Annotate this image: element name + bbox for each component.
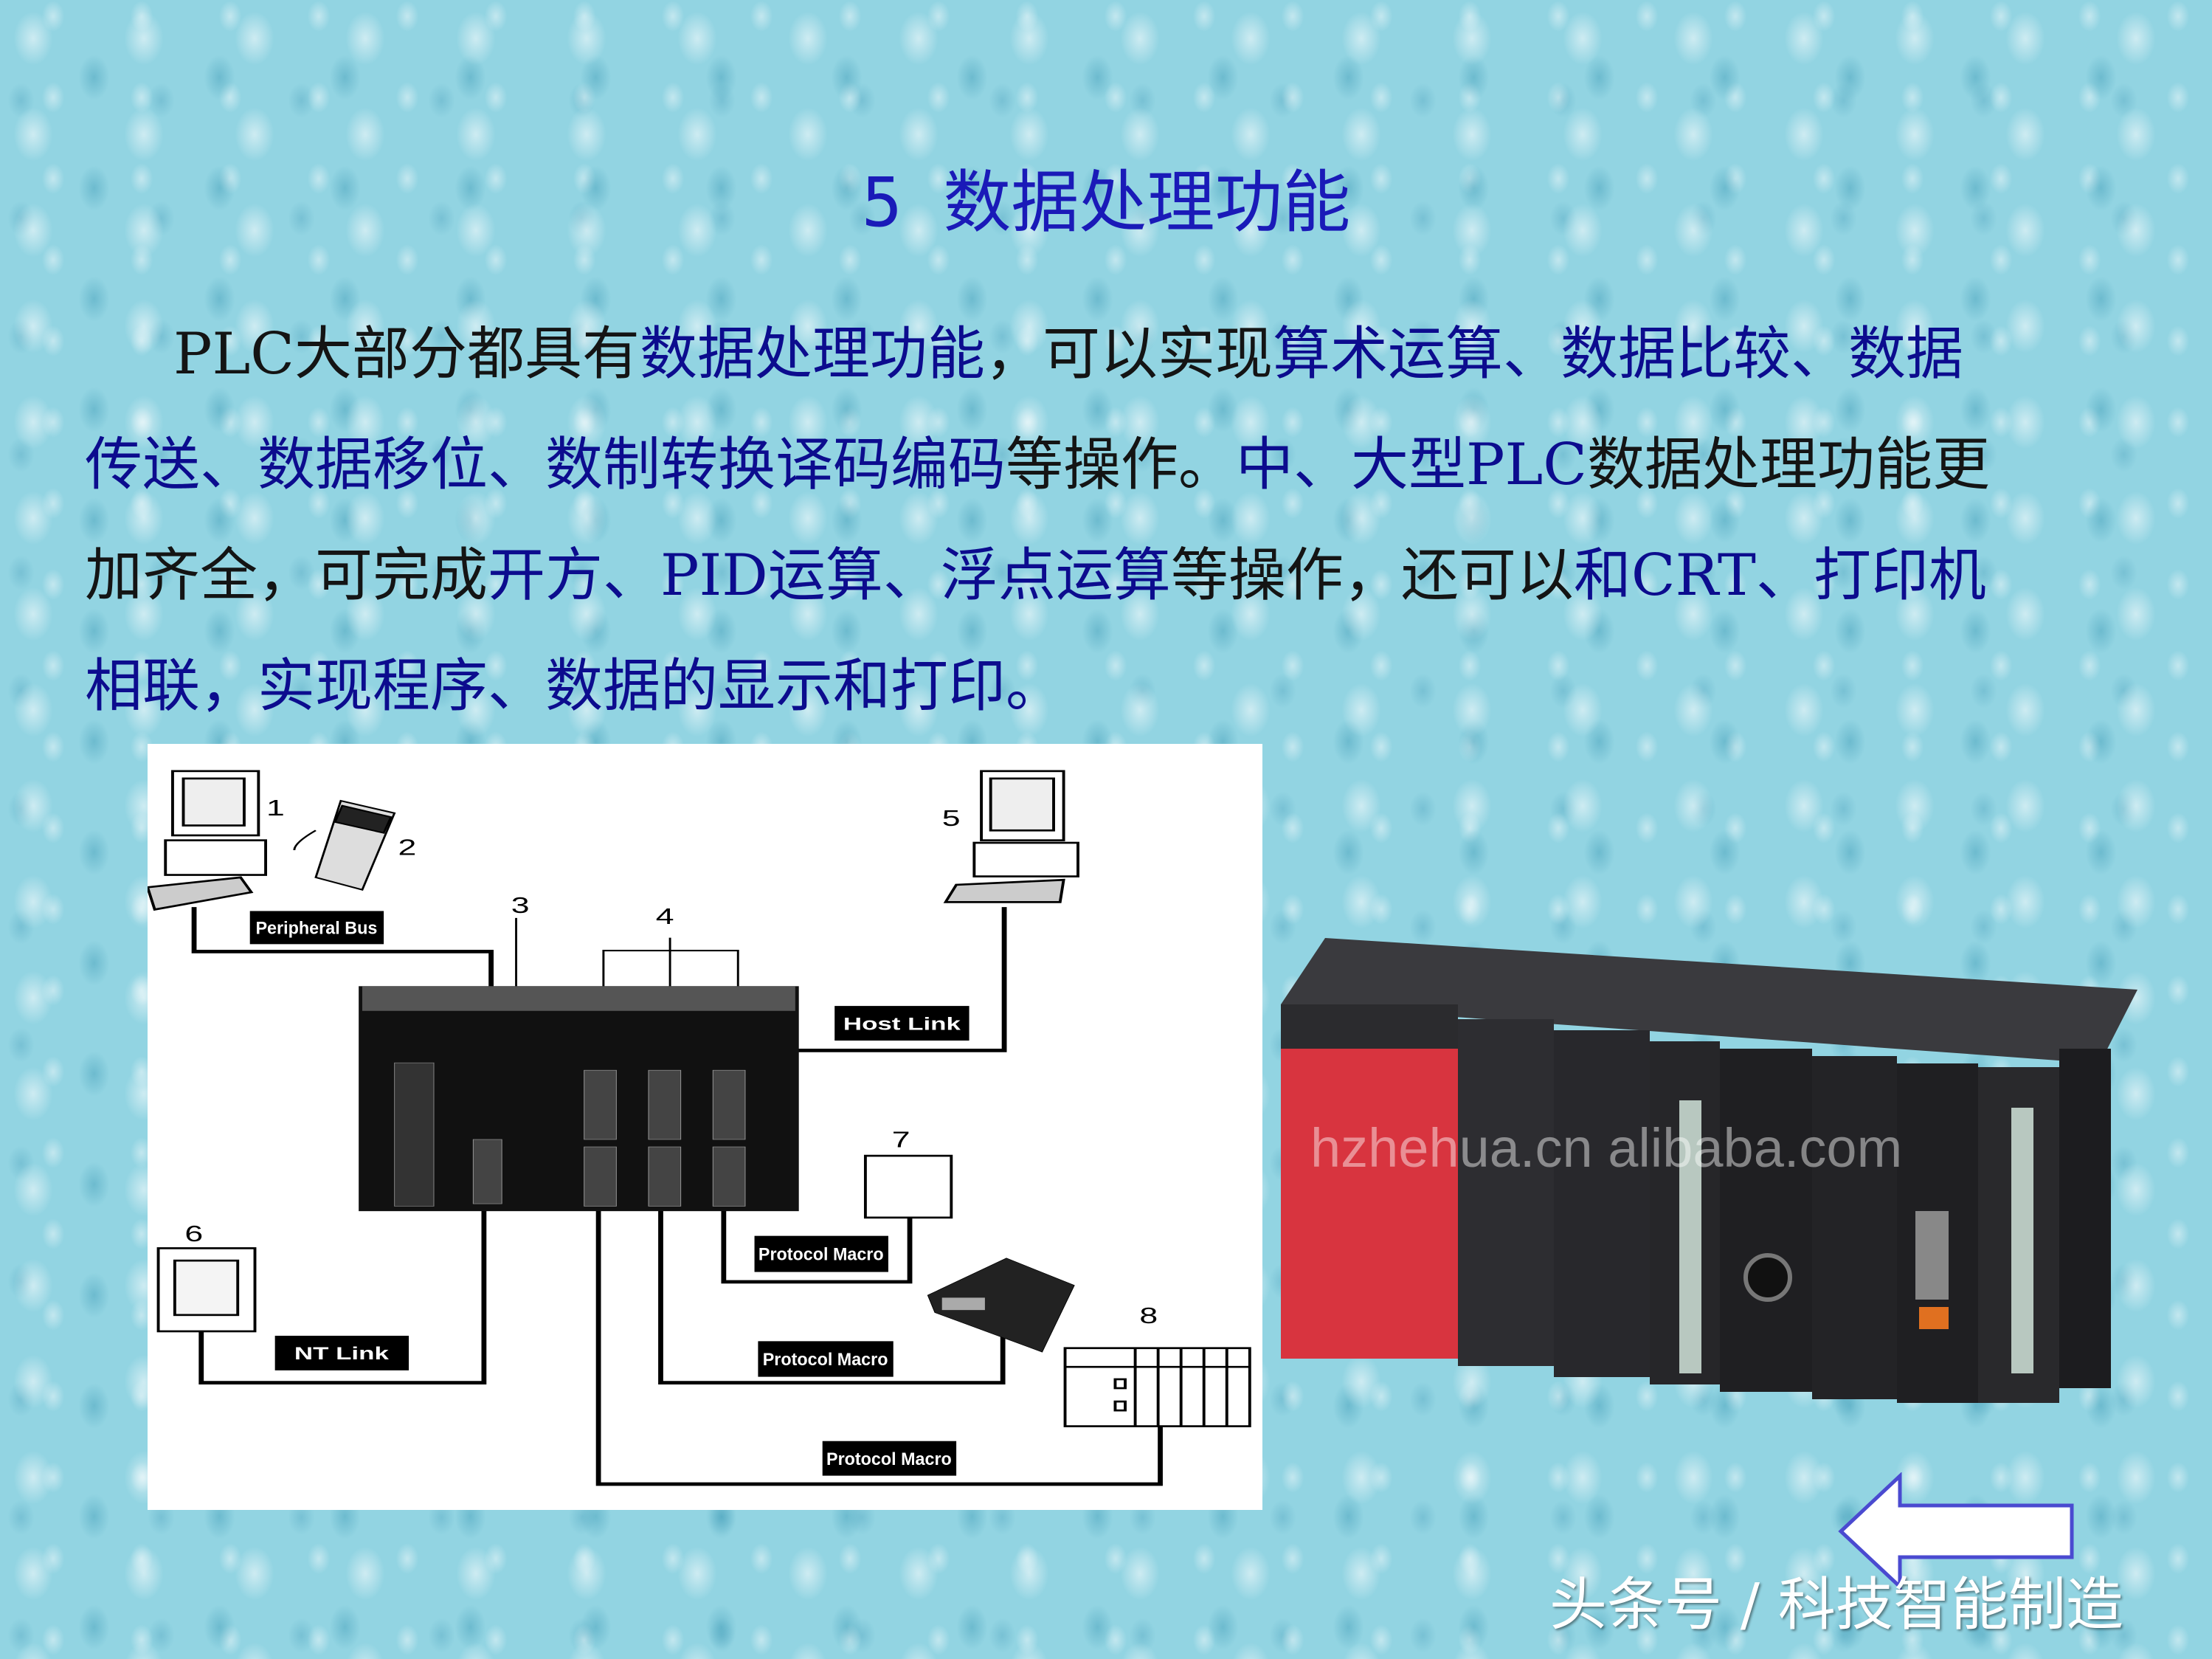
device-7-icon <box>863 1154 953 1219</box>
protocol-macro-cable-7 <box>721 1204 913 1284</box>
svg-text:Peripheral Bus: Peripheral Bus <box>255 918 377 938</box>
number-8: 8 <box>1139 1303 1158 1329</box>
number-3: 3 <box>511 893 530 919</box>
plc-hardware-photo: hzhehua.cn alibaba.com <box>1281 938 2137 1404</box>
label-protocol-macro-1: Protocol Macro <box>754 1235 888 1272</box>
label-protocol-macro-2: Protocol Macro <box>758 1341 894 1377</box>
label-peripheral-bus: Peripheral Bus <box>249 911 384 945</box>
text-segment: 相联，实现程序、数据的显示和打印。 <box>85 653 1064 720</box>
text-segment: PLC大部分都具有 <box>173 321 640 387</box>
label-protocol-macro-3: Protocol Macro <box>822 1441 957 1476</box>
svg-text:NT Link: NT Link <box>294 1344 389 1364</box>
svg-text:Protocol Macro: Protocol Macro <box>758 1245 884 1265</box>
plc-rack-icon <box>359 986 799 1212</box>
host-link-cable <box>795 907 1007 1052</box>
arrow-left-outline-icon <box>1838 1472 2074 1590</box>
text-segment: 数据处理功能 <box>639 321 985 387</box>
nt-link-cable <box>198 1204 487 1384</box>
paragraph-line-1: PLC大部分都具有数据处理功能，可以实现算术运算、数据比较、数据 <box>85 299 2121 410</box>
svg-text:Protocol Macro: Protocol Macro <box>763 1350 888 1370</box>
device-8-icon <box>1063 1347 1251 1427</box>
svg-text:Host Link: Host Link <box>843 1014 961 1034</box>
number-1: 1 <box>266 796 285 821</box>
text-segment: 等操作，还可以 <box>1170 542 1574 609</box>
number-6: 6 <box>184 1221 203 1247</box>
computer-5-icon <box>943 770 1079 903</box>
handheld-programmer-icon <box>293 799 396 891</box>
paragraph-line-4: 相联，实现程序、数据的显示和打印。 <box>85 631 2121 742</box>
terminal-6-icon <box>156 1247 257 1333</box>
power-module-red <box>1281 1004 1458 1359</box>
text-segment: 传送、数据移位、数制转换译码编码 <box>85 432 1006 498</box>
computer-1-icon <box>148 770 267 911</box>
slide-title: 5 数据处理功能 <box>861 163 1351 242</box>
text-segment: 数据处理功能更 <box>1587 432 1991 498</box>
photo-watermark: hzhehua.cn alibaba.com <box>1310 1117 1902 1179</box>
number-5: 5 <box>942 806 961 832</box>
text-segment: 开方、PID运算、浮点运算 <box>488 542 1171 609</box>
text-segment: 加齐全，可完成 <box>85 542 488 609</box>
text-segment: 算术运算、数据比较、数据 <box>1273 321 1964 387</box>
protocol-macro-cable-8 <box>595 1204 1163 1486</box>
paragraph-line-2: 传送、数据移位、数制转换译码编码等操作。中、大型PLC数据处理功能更 <box>85 410 2121 520</box>
back-arrow-button[interactable] <box>1837 1472 2077 1590</box>
text-segment: ，可以实现 <box>984 321 1273 387</box>
protocol-macro-cable-card <box>658 1204 1006 1384</box>
label-nt-link: NT Link <box>274 1335 409 1370</box>
text-segment: 和CRT、打印机 <box>1573 542 1986 609</box>
communication-board-icon <box>927 1258 1075 1353</box>
label-host-link: Host Link <box>834 1006 970 1041</box>
footer-watermark: 头条号 / 科技智能制造 <box>1549 1572 2123 1638</box>
text-segment: 等操作。 <box>1006 432 1237 498</box>
number-2: 2 <box>398 835 417 860</box>
number-7: 7 <box>892 1127 910 1153</box>
svg-text:Protocol Macro: Protocol Macro <box>826 1449 952 1469</box>
plc-network-diagram: Peripheral Bus Host Link Protocol Macro … <box>148 744 1262 1510</box>
text-segment: 中、大型PLC <box>1236 432 1587 498</box>
paragraph-line-3: 加齐全，可完成开方、PID运算、浮点运算等操作，还可以和CRT、打印机 <box>85 520 2121 631</box>
number-4: 4 <box>656 904 674 930</box>
peripheral-bus-cable <box>191 907 494 1018</box>
body-paragraph: PLC大部分都具有数据处理功能，可以实现算术运算、数据比较、数据 传送、数据移位… <box>85 299 2121 742</box>
